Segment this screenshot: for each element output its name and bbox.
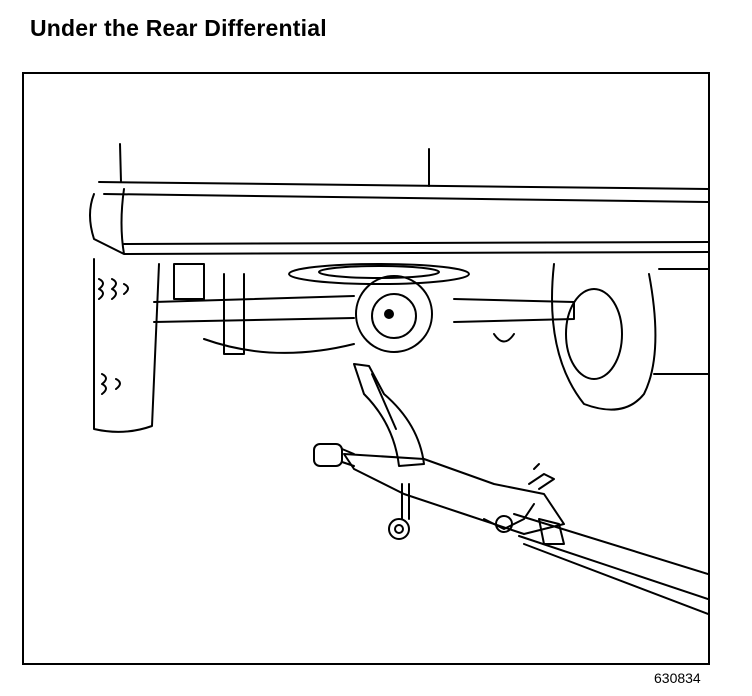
floor-jack [313,363,708,615]
right-tire [551,263,708,411]
figure-id: 630834 [654,670,701,686]
page-title: Under the Rear Differential [30,15,327,41]
left-tire [93,258,160,433]
bumper [89,143,708,255]
axle-differential [153,263,575,355]
illustration-frame [22,72,710,665]
rear-differential-jack-illustration-icon [89,143,708,615]
